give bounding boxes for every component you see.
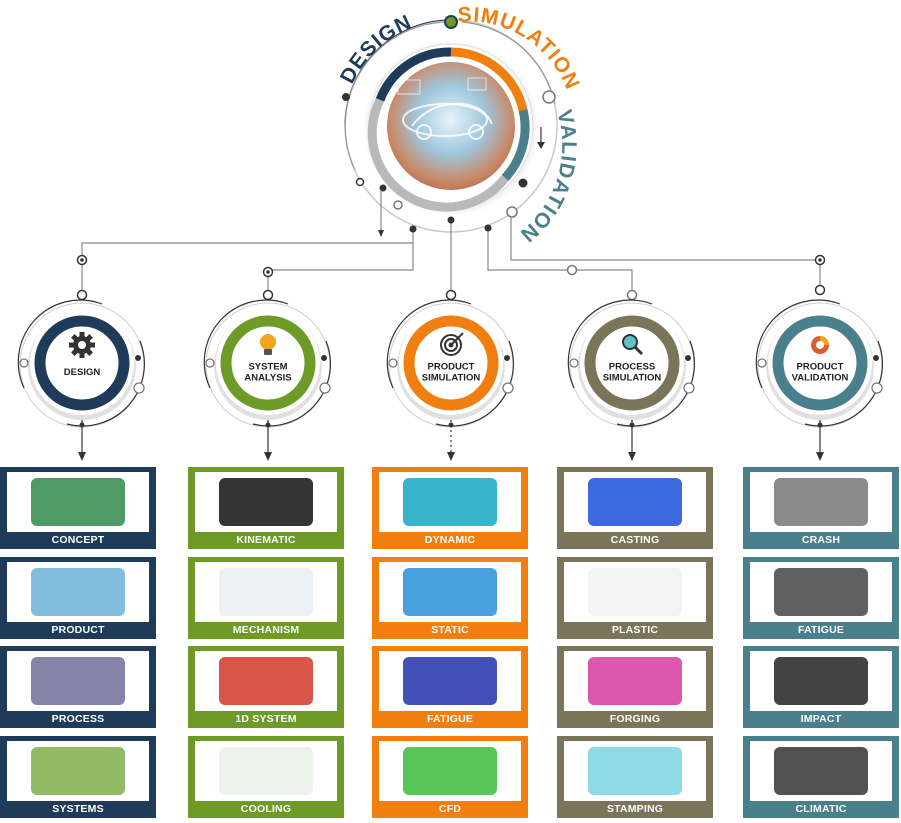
- card-label: STATIC: [431, 624, 469, 636]
- card-label: CASTING: [610, 534, 660, 546]
- result-card: DYNAMIC: [372, 467, 528, 549]
- card-thumbnail-image: [379, 472, 521, 532]
- card-label: CLIMATIC: [795, 803, 847, 815]
- card-label: FORGING: [609, 713, 661, 725]
- target-icon: [440, 332, 464, 356]
- card-label: CRASH: [801, 534, 841, 546]
- card-thumbnail-image: [564, 562, 706, 622]
- column-title: VALIDATION: [792, 373, 849, 384]
- lightbulb-icon: [260, 334, 276, 355]
- card-thumbnail-image: [750, 741, 892, 801]
- card-label: PRODUCT: [51, 624, 105, 636]
- card-label: FATIGUE: [797, 624, 845, 636]
- card-thumbnail-image: [379, 741, 521, 801]
- column-title: PROCESS: [609, 362, 655, 373]
- result-card: PLASTIC: [557, 557, 713, 639]
- result-card: COOLING: [188, 736, 344, 818]
- card-thumbnail-image: [750, 651, 892, 711]
- card-thumbnail-image: [7, 651, 149, 711]
- result-card: CRASH: [743, 467, 899, 549]
- column-ring: [584, 315, 680, 411]
- result-card: CASTING: [557, 467, 713, 549]
- result-card: PRODUCT: [0, 557, 156, 639]
- card-label: DYNAMIC: [424, 534, 476, 546]
- result-card: MECHANISM: [188, 557, 344, 639]
- result-card: KINEMATIC: [188, 467, 344, 549]
- card-label: PROCESS: [51, 713, 105, 725]
- column-title: SYSTEM: [248, 362, 287, 373]
- card-label: CONCEPT: [51, 534, 105, 546]
- result-card: 1D SYSTEM: [188, 646, 344, 728]
- card-label: STAMPING: [606, 803, 664, 815]
- card-thumbnail-image: [7, 472, 149, 532]
- card-label: CFD: [438, 803, 462, 815]
- column-title: PRODUCT: [428, 362, 475, 373]
- connector-lines: [81, 190, 821, 295]
- column-node: DESIGN: [17, 299, 145, 461]
- card-label: FATIGUE: [426, 713, 474, 725]
- card-thumbnail-image: [379, 562, 521, 622]
- result-card: STATIC: [372, 557, 528, 639]
- card-thumbnail-image: [195, 562, 337, 622]
- card-thumbnail-image: [379, 651, 521, 711]
- card-thumbnail-image: [7, 741, 149, 801]
- column-ring: [403, 315, 499, 411]
- card-label: KINEMATIC: [236, 534, 296, 546]
- gear-icon: [69, 332, 95, 358]
- card-thumbnail-image: [564, 741, 706, 801]
- magnifier-icon: [622, 334, 644, 356]
- card-thumbnail-image: [7, 562, 149, 622]
- central-hub: [342, 15, 558, 233]
- card-label: MECHANISM: [232, 624, 300, 636]
- result-card: SYSTEMS: [0, 736, 156, 818]
- card-label: 1D SYSTEM: [235, 713, 297, 725]
- column-title: ANALYSIS: [244, 373, 291, 384]
- card-label: SYSTEMS: [52, 803, 104, 815]
- card-thumbnail-image: [564, 651, 706, 711]
- card-thumbnail-image: [750, 472, 892, 532]
- column-ring: [220, 315, 316, 411]
- card-thumbnail-image: [564, 472, 706, 532]
- result-card: PROCESS: [0, 646, 156, 728]
- card-label: IMPACT: [800, 713, 842, 725]
- result-card: STAMPING: [557, 736, 713, 818]
- column-title: PRODUCT: [797, 362, 844, 373]
- result-card: IMPACT: [743, 646, 899, 728]
- column-ring: [772, 315, 868, 411]
- column-ring: [34, 315, 130, 411]
- result-card: CLIMATIC: [743, 736, 899, 818]
- card-thumbnail-image: [195, 472, 337, 532]
- pie-icon: [811, 336, 829, 354]
- column-title: SIMULATION: [603, 373, 662, 384]
- column-title: DESIGN: [64, 367, 101, 378]
- result-card: FATIGUE: [372, 646, 528, 728]
- card-label: COOLING: [240, 803, 292, 815]
- result-card: FATIGUE: [743, 557, 899, 639]
- result-card: CFD: [372, 736, 528, 818]
- result-card: CONCEPT: [0, 467, 156, 549]
- result-card: FORGING: [557, 646, 713, 728]
- card-label: PLASTIC: [611, 624, 659, 636]
- card-thumbnail-image: [195, 651, 337, 711]
- card-thumbnail-image: [750, 562, 892, 622]
- column-title: SIMULATION: [422, 373, 481, 384]
- card-thumbnail-image: [195, 741, 337, 801]
